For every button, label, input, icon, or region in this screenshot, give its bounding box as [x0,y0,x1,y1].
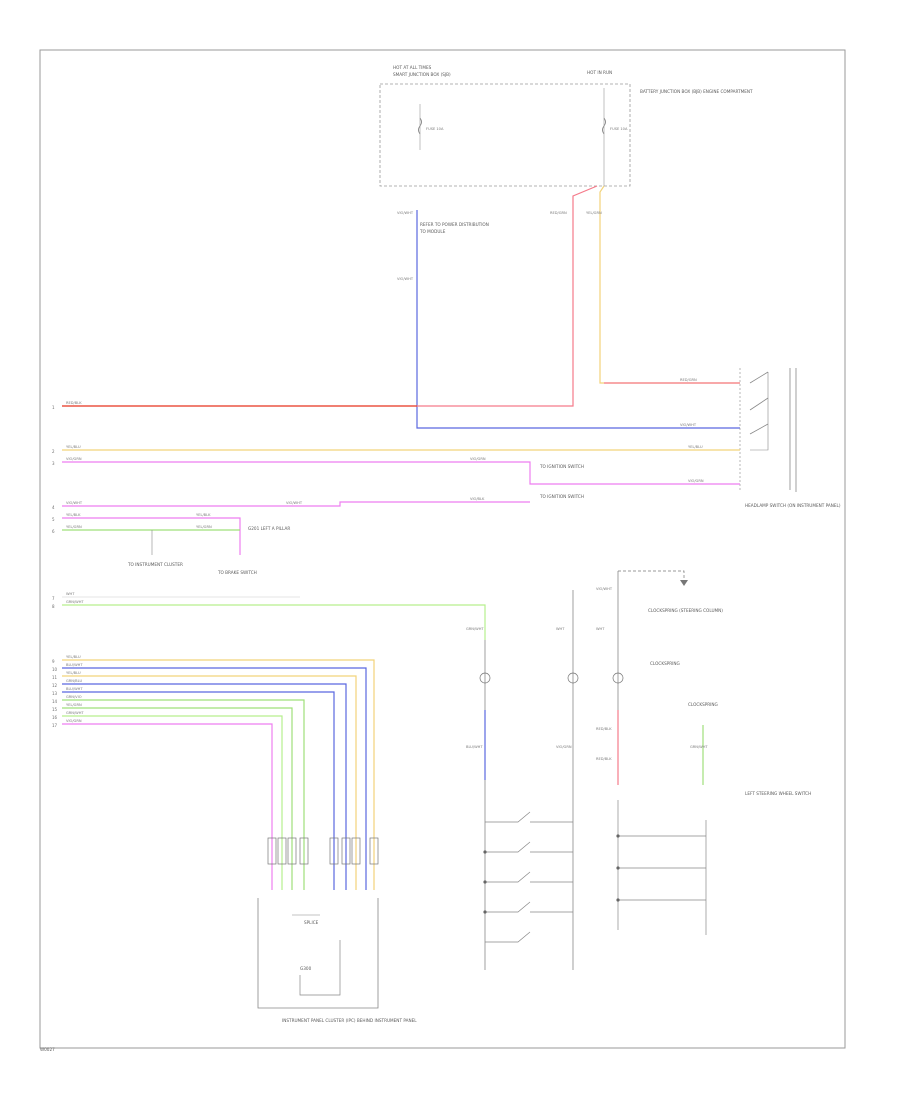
instrument-module: SPLICE G300 INSTRUMENT PANEL CLUSTER (IP… [257,898,417,1023]
pin-8: 8 [52,604,55,609]
fuse-right-label: FUSE 10A [610,127,628,131]
left-pin-numbers: 1 2 3 4 5 6 7 8 9 10 11 12 13 14 15 16 1… [52,405,58,728]
wire-label-red: RED/GRN [550,211,567,215]
pin-3: 3 [52,461,55,466]
wire-label-grnwht: GRN/WHT [66,600,84,604]
wire-label-wht: WHT [66,592,75,596]
to-ignition-switch-2: TO IGNITION SWITCH [539,494,584,499]
wire-label-red-left: RED/BLK [66,401,82,405]
pin-14: 14 [52,699,58,704]
junction-box: HOT AT ALL TIMES SMART JUNCTION BOX (SJB… [379,65,753,187]
left-steering-switch-label: LEFT STEERING WHEEL SWITCH [745,791,811,796]
bundle-label-4: GRN/BLU [66,679,82,683]
wire-label-mid-4: YEL/BLK [196,513,211,517]
bundle-label-5: BLU/WHT [66,687,83,691]
sw-label-2: WHT [556,627,565,631]
ground-note: G201 LEFT A PILLAR [248,526,290,531]
bundle-label-3: YEL/BLU [66,671,81,675]
sw-label-3: WHT [596,627,605,631]
pin-5: 5 [52,517,55,522]
wire-label-mid-1: VIO/GRN [470,457,486,461]
clockspring-lower: CLOCKSPRING [650,661,680,666]
diagram-frame [39,49,846,1049]
wire-label-yel-left: YEL/BLU [66,445,81,449]
wire-label-yel: YEL/GRN [586,211,602,215]
wire-label-mag2: VIO/WHT [66,501,83,505]
pin-12: 12 [52,683,58,688]
bundle-label-1: YEL/BLU [66,655,81,659]
pin-13: 13 [52,691,58,696]
sw-label-6: VIO/GRN [556,745,572,749]
sw-label-8: RED/BLK [596,757,612,761]
wire-label-mid-2: VIO/BLK [470,497,485,501]
sw-label-7: RED/BLK [596,727,612,731]
pin-9: 9 [52,659,55,664]
steering-switch-area: CLOCKSPRING (STEERING COLUMN) GRN/WHT WH… [466,570,811,970]
sw-label-4: VIO/WHT [596,587,613,591]
module-ground: G300 [300,966,312,971]
fuse-left-label: FUSE 10A [426,127,444,131]
bundle-label-7: YEL/GRN [66,703,82,707]
clockspring-right: CLOCKSPRING [688,702,718,707]
module-splice: SPLICE [304,920,319,925]
pin-15: 15 [52,707,58,712]
hot-in-run-label: HOT IN RUN [587,70,612,75]
wire-label-blu-2: VIO/WHT [397,277,414,281]
junction-feed-wires: VIO/WHT VIO/WHT RED/GRN YEL/GRN REFER TO… [62,185,740,429]
pin-6: 6 [52,529,55,534]
bundle-label-6: GRN/VIO [66,695,82,699]
pin-4: 4 [52,505,55,510]
wire-bundle: YEL/BLU BLU/WHT YEL/BLU GRN/BLU BLU/WHT … [62,655,379,890]
headlamp-switch-label: HEADLAMP SWITCH (ON INSTRUMENT PANEL) [745,503,841,508]
wire-label-right-4: VIO/GRN [688,479,704,483]
to-ignition-switch: TO IGNITION SWITCH [539,464,584,469]
wire-label-right-1: RED/GRN [680,378,697,382]
to-instrument-cluster: TO INSTRUMENT CLUSTER [127,562,183,567]
junction-box-title: HOT AT ALL TIMES [393,65,432,70]
pin-16: 16 [52,715,58,720]
headlamp-switch: HEADLAMP SWITCH (ON INSTRUMENT PANEL) [739,368,841,508]
wire-label-right-3: YEL/BLU [688,445,703,449]
wire-label-mid-5: YEL/GRN [196,525,212,529]
sw-label-1: GRN/WHT [466,627,484,631]
sw-label-9: GRN/WHT [690,745,708,749]
left-wires: RED/BLK YEL/BLU VIO/GRN VIO/WHT YEL/BLK … [62,378,740,640]
pin-2: 2 [52,449,55,454]
bundle-label-2: BLU/WHT [66,663,83,667]
to-brake-switch: TO BRAKE SWITCH [217,570,257,575]
wire-label-grn: YEL/GRN [66,525,82,529]
wire-label-mid-3: VIO/WHT [286,501,303,505]
wire-label-blu: VIO/WHT [397,211,414,215]
pin-10: 10 [52,667,58,672]
bundle-label-9: VIO/GRN [66,719,82,723]
bundle-label-8: GRN/WHT [66,711,84,715]
pin-11: 11 [52,675,58,680]
pin-17: 17 [52,723,58,728]
refer-note: REFER TO POWER DISTRIBUTION [420,222,489,227]
diagram-footer-id: W0027 [40,1047,55,1052]
pin-1: 1 [52,405,55,410]
power-dist-label: BATTERY JUNCTION BOX (BJB) ENGINE COMPAR… [640,89,753,94]
steering-wheel-label: CLOCKSPRING (STEERING COLUMN) [648,608,723,613]
sw-label-5: BLU/WHT [466,745,483,749]
wire-label-mag3: YEL/BLK [66,513,81,517]
refer-note-2: TO MODULE [419,229,446,234]
pin-7: 7 [52,596,55,601]
wire-label-right-2: VIO/WHT [680,423,697,427]
wire-label-mag-left: VIO/GRN [66,457,82,461]
instrument-module-label: INSTRUMENT PANEL CLUSTER (IPC) BEHIND IN… [282,1018,417,1023]
junction-box-subtitle: SMART JUNCTION BOX (SJB) [393,72,451,77]
